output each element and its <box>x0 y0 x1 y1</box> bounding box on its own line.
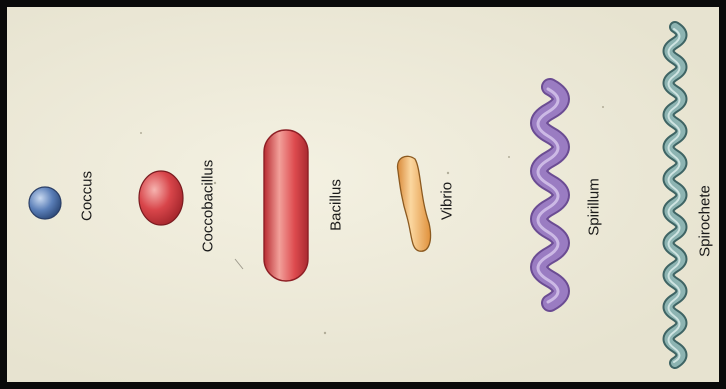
scratch-mark <box>235 259 243 269</box>
coccobacillus-shape <box>139 171 183 225</box>
bacillus-shape <box>264 130 308 281</box>
label-coccus: Coccus <box>79 171 96 221</box>
coccus-shape <box>29 187 61 219</box>
label-vibrio: Vibrio <box>439 182 456 220</box>
spirillum-shape <box>538 87 561 303</box>
label-spirochete: Spirochete <box>697 185 714 257</box>
label-spirillum: Spirillum <box>586 178 603 236</box>
vibrio-shape <box>398 156 431 251</box>
label-coccobacillus: Coccobacillus <box>200 160 217 253</box>
spirochete-shape <box>669 27 682 363</box>
label-bacillus: Bacillus <box>328 179 345 231</box>
bacteria-shapes <box>7 7 719 382</box>
